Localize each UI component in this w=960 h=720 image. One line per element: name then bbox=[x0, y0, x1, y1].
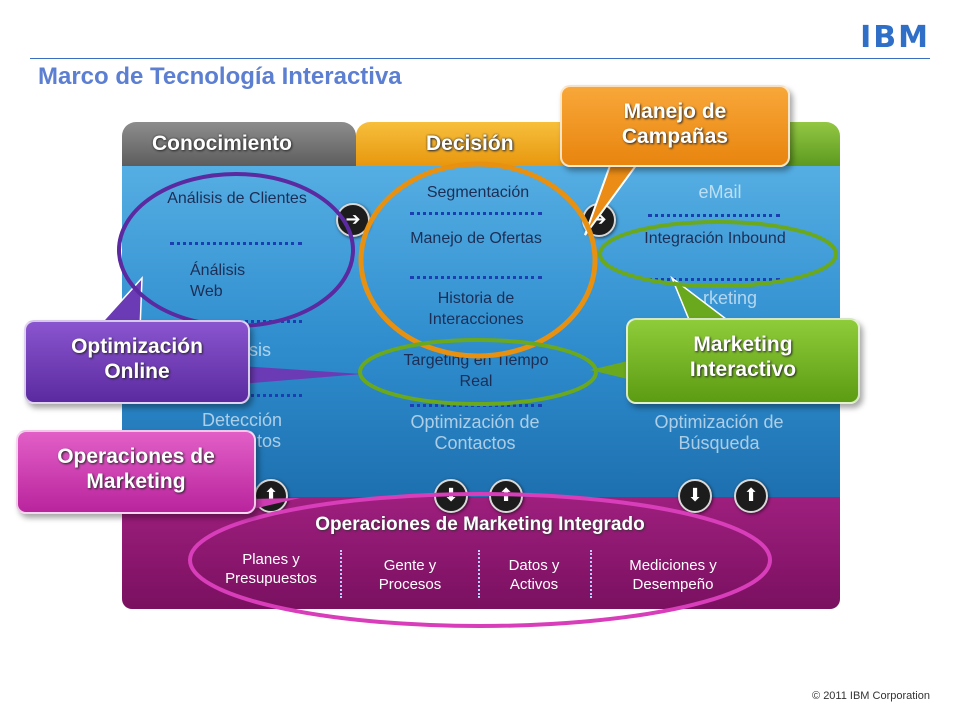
operations-band bbox=[122, 497, 840, 609]
highlight-ellipse-pink bbox=[188, 492, 772, 628]
item-email: eMail bbox=[698, 182, 742, 202]
copyright: © 2011 IBM Corporation bbox=[812, 690, 930, 702]
callout-pointer-interactivo-left bbox=[590, 360, 632, 380]
ops-divider bbox=[340, 550, 342, 598]
page-title: Marco de Tecnología Interactiva bbox=[38, 63, 402, 90]
column-decision: Decisión Segmentación Manejo de Ofertas … bbox=[356, 122, 600, 502]
callout-pointer-online-right bbox=[240, 366, 362, 384]
item-integracion-inbound: Integración Inbound bbox=[644, 230, 786, 247]
item-optimizacion-contactos: Optimización de Contactos bbox=[410, 412, 540, 453]
top-rule bbox=[30, 58, 930, 59]
item-manejo-ofertas: Manejo de Ofertas bbox=[410, 230, 542, 247]
item-targeting-tiempo-real: Targeting en Tiempo Real bbox=[403, 352, 549, 390]
highlight-ellipse-purple bbox=[117, 172, 355, 328]
highlight-ellipse-orange bbox=[358, 161, 598, 359]
item-analisis-web: Ánálisis Web bbox=[190, 262, 246, 300]
item-optimizacion-busqueda: Optimización de Búsqueda bbox=[654, 412, 784, 453]
item-deteccion: Detección bbox=[201, 410, 283, 430]
item-historia-interacciones: Historia de Interacciones bbox=[428, 290, 524, 328]
highlight-ellipse-green-decision bbox=[358, 338, 598, 406]
item-partial-rketing: rketing bbox=[702, 288, 758, 308]
arrow-up-icon: ⬆ bbox=[734, 479, 768, 513]
ops-item-mediciones: Mediciones y Desempeño bbox=[629, 557, 717, 593]
item-segmentacion: Segmentación bbox=[426, 184, 530, 201]
divider-dots bbox=[410, 276, 542, 279]
arrow-down-icon: ⬇ bbox=[678, 479, 712, 513]
divider-dots bbox=[648, 278, 780, 281]
callout-text: Manejo de Campañas bbox=[621, 100, 729, 148]
divider-dots bbox=[410, 212, 542, 215]
divider-dots bbox=[222, 394, 302, 397]
ops-divider bbox=[590, 550, 592, 598]
column-header-decision: Decisión bbox=[356, 122, 600, 166]
divider-dots bbox=[648, 214, 780, 217]
column-header-conocimiento: Conocimiento bbox=[122, 122, 356, 166]
ibm-logo: IBM bbox=[860, 20, 930, 55]
ops-item-gente: Gente y Procesos bbox=[378, 557, 442, 593]
item-analisis-clientes: Análisis de Clientes bbox=[167, 190, 307, 207]
callout-operaciones-marketing: Operaciones de Marketing bbox=[16, 430, 256, 514]
divider-dots bbox=[222, 320, 302, 323]
operations-title: Operaciones de Marketing Integrado bbox=[315, 514, 645, 535]
item-partial-sis: sis bbox=[249, 340, 271, 360]
callout-optimizacion-online: Optimización Online bbox=[24, 320, 250, 404]
callout-marketing-interactivo: Marketing Interactivo bbox=[626, 318, 860, 404]
callout-pointer-campanas bbox=[584, 159, 642, 236]
highlight-ellipse-green-execution bbox=[598, 220, 838, 288]
column-body-decision: Segmentación Manejo de Ofertas Historia … bbox=[356, 166, 600, 502]
ops-divider bbox=[478, 550, 480, 598]
callout-text: Marketing Interactivo bbox=[689, 333, 797, 381]
divider-dots bbox=[170, 242, 302, 245]
ops-item-datos: Datos y Activos bbox=[508, 557, 560, 593]
callout-text: Optimización Online bbox=[71, 335, 203, 383]
ops-item-planes: Planes y Presupuestos bbox=[225, 551, 317, 587]
callout-text: Operaciones de Marketing bbox=[57, 445, 215, 493]
callout-manejo-campanas: Manejo de Campañas bbox=[560, 85, 790, 167]
